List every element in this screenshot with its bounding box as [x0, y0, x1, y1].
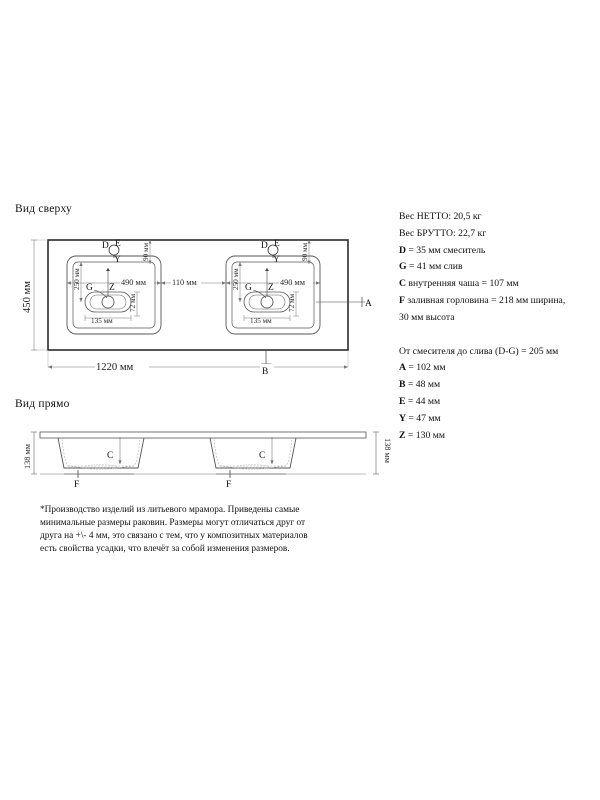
- spec-key: D: [399, 244, 406, 256]
- spec-row: Вес БРУТТО: 22,7 кг: [399, 226, 595, 243]
- spec-text: Вес БРУТТО: 22,7 кг: [399, 227, 487, 239]
- label-f-left: F: [74, 480, 79, 490]
- spec-row: G = 41 мм слив: [399, 259, 595, 276]
- spec-text: = 130 мм: [405, 429, 445, 441]
- basin-right-inner-rim: [231, 261, 315, 329]
- label-g-left: G: [86, 283, 93, 293]
- spec-text: = 35 мм смеситель: [406, 244, 486, 256]
- label-d-left: D: [102, 241, 109, 251]
- label-z-left: Z: [109, 283, 115, 293]
- spec-text: Вес НЕТТО: 20,5 кг: [399, 211, 482, 222]
- dim-faucet-edge-left: 90 мм: [142, 242, 150, 261]
- spec-text: = 47 мм: [406, 412, 441, 424]
- specifications-panel: Вес НЕТТО: 20,5 кг Вес БРУТТО: 22,7 кг D…: [399, 209, 595, 444]
- label-c-left: C: [107, 451, 113, 461]
- spec-row: Z = 130 мм: [399, 428, 595, 445]
- spec-row: B = 48 мм: [399, 377, 595, 394]
- basin-left: D E Y G Z 490 мм 250 мм: [66, 239, 162, 335]
- dim-drain-height-left: 72 мм: [129, 293, 137, 312]
- spec-row: C внутренняя чаша = 107 мм: [399, 276, 595, 293]
- label-b: B: [262, 367, 268, 377]
- spec-text: = 41 мм слив: [406, 261, 463, 273]
- label-y-right: Y: [273, 255, 280, 265]
- spec-text: заливная горловина = 218 мм ширина,: [404, 294, 566, 306]
- dim-basin-offset-left: 250 мм: [73, 268, 81, 290]
- dim-overall-width: 1220 мм: [96, 362, 134, 373]
- top-view-drawing: D E Y G Z 490 мм 250 мм: [22, 239, 372, 377]
- label-f-right: F: [226, 480, 231, 490]
- label-c-right: C: [259, 451, 265, 461]
- spec-key: F: [399, 294, 405, 306]
- countertop-slab-profile: [39, 431, 367, 439]
- spec-key: B: [399, 379, 406, 391]
- spec-text: От смесителя до слива (D-G) = 205 мм: [399, 345, 559, 357]
- dim-height-left: 138 мм: [23, 443, 32, 469]
- basin-profile-right: C F: [209, 437, 297, 490]
- dim-faucet-edge-right: 90 мм: [301, 242, 309, 261]
- dim-drain-height-right: 72 мм: [288, 293, 296, 312]
- label-d-right: D: [261, 241, 268, 251]
- spec-key: A: [399, 362, 406, 374]
- spec-text: = 44 мм: [405, 395, 441, 407]
- label-e-right: E: [274, 239, 280, 249]
- spec-key: G: [399, 261, 407, 273]
- spec-row: D = 35 мм смеситель: [399, 243, 595, 260]
- dim-drain-width-right: 135 мм: [250, 317, 272, 325]
- spec-text: = 102 мм: [406, 362, 446, 374]
- spec-row: A = 102 мм: [399, 360, 595, 377]
- basin-right: D E Y G Z 490 мм 250 мм 135 мм: [225, 239, 321, 335]
- basin-profile-left: C F: [57, 437, 145, 490]
- footnote-text: *Производство изделий из литьевого мрамо…: [40, 505, 308, 555]
- label-g-right: G: [245, 283, 252, 293]
- spec-key: Z: [399, 429, 406, 441]
- front-view-drawing: C F C F 138 мм: [23, 431, 392, 490]
- spec-row: Y = 47 мм: [399, 411, 595, 428]
- spec-row: E = 44 мм: [399, 394, 595, 411]
- spec-text: = 48 мм: [405, 379, 441, 391]
- spec-key: E: [399, 395, 406, 407]
- dim-drain-width-left: 135 мм: [91, 317, 113, 325]
- spec-key: C: [399, 278, 406, 290]
- spec-row: От смесителя до слива (D-G) = 205 мм: [399, 344, 595, 361]
- dim-basin-offset-right: 250 мм: [232, 268, 240, 290]
- spec-row: F заливная горловина = 218 мм ширина,: [399, 293, 595, 310]
- front-view-title: Вид прямо: [15, 398, 70, 410]
- dim-basin-gap: 110 мм: [172, 278, 197, 287]
- spec-text: 30 мм высота: [399, 311, 455, 323]
- label-z-right: Z: [268, 283, 274, 293]
- spec-key: Y: [399, 412, 406, 424]
- dim-basin-width-left: 490 мм: [121, 278, 147, 287]
- label-e-left: E: [115, 239, 121, 249]
- label-a: A: [365, 299, 372, 309]
- dim-height-right: 138 мм: [383, 438, 392, 464]
- spec-row: Вес НЕТТО: 20,5 кг: [399, 209, 595, 226]
- spec-text: внутренняя чаша = 107 мм: [406, 278, 519, 290]
- dim-overall-depth: 450 мм: [22, 281, 33, 313]
- spec-spacer: [399, 327, 595, 344]
- basin-left-inner-rim: [72, 261, 156, 329]
- top-view-title: Вид сверху: [15, 203, 72, 215]
- spec-row: 30 мм высота: [399, 310, 595, 327]
- dim-basin-width-right: 490 мм: [280, 278, 306, 287]
- label-y-left: Y: [114, 255, 121, 265]
